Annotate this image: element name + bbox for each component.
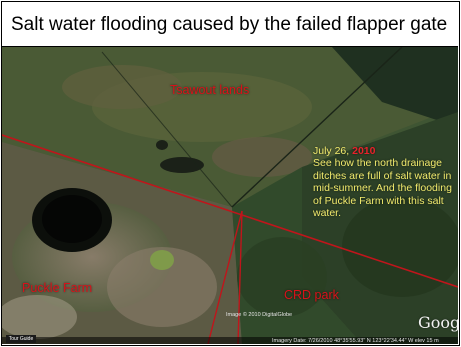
- slide-title: Salt water flooding caused by the failed…: [11, 14, 448, 35]
- forest-patch: [237, 237, 327, 317]
- forest-area: [332, 47, 458, 127]
- boundary-line: [237, 210, 243, 344]
- google-logo: Google: [418, 313, 458, 332]
- farm-patch: [107, 247, 217, 327]
- copyright-text: Image © 2010 DigitalGlobe: [226, 312, 293, 318]
- title-bar: Salt water flooding caused by the failed…: [2, 2, 458, 47]
- flooded-pond-center: [42, 195, 102, 243]
- map-annotation: July 26, 2010 See how the north drainage…: [313, 145, 458, 219]
- drainage-ditch: [231, 47, 403, 208]
- boundary-line: [207, 210, 243, 344]
- crd-park-label: CRD park: [284, 288, 339, 302]
- annotation-year: 2010: [352, 145, 376, 157]
- annotation-date-prefix: July 26,: [313, 145, 353, 157]
- field-patch: [212, 137, 312, 177]
- status-readout: Imagery Date: 7/26/2010 48°35'55.93" N 1…: [272, 338, 439, 344]
- annotation-body: See how the north drainage ditches are f…: [313, 157, 452, 220]
- boundary-line: [2, 134, 458, 288]
- bare-ground: [2, 295, 77, 339]
- forest-patch: [342, 197, 458, 297]
- drainage-ditch: [101, 51, 233, 208]
- satellite-imagery: [2, 47, 458, 344]
- status-bar: Imagery Date: 7/26/2010 48°35'55.93" N 1…: [2, 337, 458, 344]
- water-patch: [156, 140, 168, 150]
- satellite-map[interactable]: Tsawout lands Puckle Farm CRD park July …: [2, 47, 458, 344]
- tsawout-lands-label: Tsawout lands: [170, 83, 250, 97]
- tour-guide-button[interactable]: Tour Guide: [6, 335, 36, 343]
- green-flood-patch: [150, 250, 174, 270]
- field-patch: [62, 65, 182, 109]
- puckle-farm-label: Puckle Farm: [22, 281, 93, 295]
